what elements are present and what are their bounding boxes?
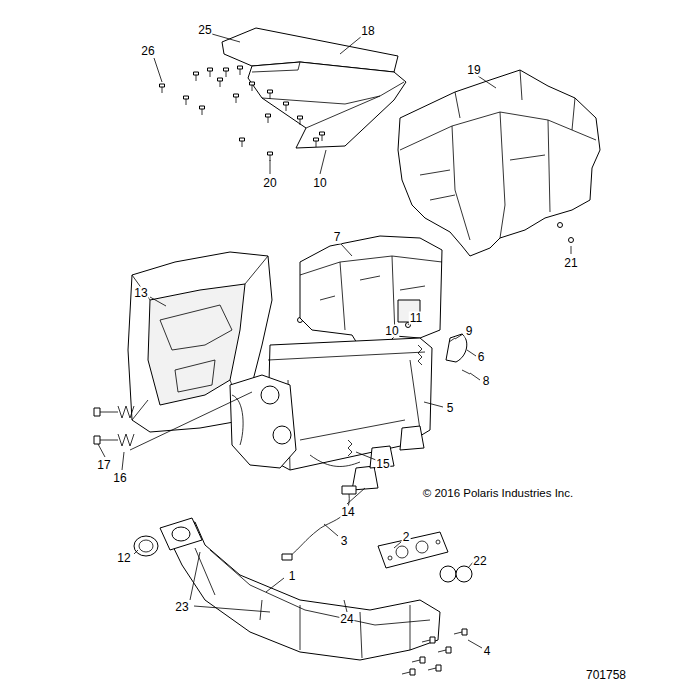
screw bbox=[224, 68, 229, 77]
callout-number: 13 bbox=[133, 287, 148, 300]
callout-number: 19 bbox=[466, 64, 481, 77]
bolt bbox=[438, 647, 451, 653]
callout-number: 7 bbox=[333, 231, 342, 244]
callout-number: 12 bbox=[116, 552, 131, 565]
seal-ring bbox=[134, 536, 158, 556]
push-rivet bbox=[569, 238, 574, 243]
head-pipe bbox=[160, 518, 440, 660]
screw bbox=[240, 138, 245, 147]
screw bbox=[298, 116, 303, 125]
callout-number: 24 bbox=[339, 613, 354, 626]
copyright-notice: © 2016 Polaris Industries Inc. bbox=[422, 487, 574, 500]
screw bbox=[268, 152, 273, 161]
part-number: 701758 bbox=[585, 669, 627, 682]
callout-number: 4 bbox=[483, 645, 492, 658]
callout-number: 9 bbox=[465, 325, 474, 338]
screw bbox=[218, 78, 223, 87]
oxygen-sensor bbox=[282, 486, 356, 560]
callout-number: 25 bbox=[197, 24, 212, 37]
bolt bbox=[454, 629, 467, 635]
end-cap bbox=[406, 323, 471, 375]
callout-number: 21 bbox=[563, 257, 578, 270]
callout-number: 11 bbox=[409, 312, 423, 325]
screw bbox=[238, 66, 243, 75]
bolt bbox=[422, 637, 435, 643]
screw bbox=[314, 138, 319, 147]
callout-number: 16 bbox=[112, 472, 127, 485]
callout-number: 23 bbox=[174, 601, 189, 614]
screw bbox=[284, 102, 289, 111]
callout-number: 10 bbox=[312, 177, 327, 190]
muffler-heat-shield bbox=[300, 236, 442, 348]
screw bbox=[184, 96, 189, 105]
isolator-mount bbox=[352, 426, 424, 490]
screw bbox=[320, 132, 325, 141]
screw bbox=[160, 84, 165, 93]
callout-number: 14 bbox=[340, 506, 355, 519]
screw bbox=[194, 72, 199, 81]
seal-ring bbox=[440, 566, 456, 582]
callout-number: 20 bbox=[262, 177, 277, 190]
callout-number: 15 bbox=[375, 458, 390, 471]
callout-number: 26 bbox=[140, 45, 155, 58]
callout-number: 6 bbox=[477, 351, 486, 364]
heat-shield bbox=[398, 70, 600, 256]
screw bbox=[268, 90, 273, 99]
bolt bbox=[402, 669, 415, 675]
callout-number: 18 bbox=[360, 25, 375, 38]
skid-plate bbox=[222, 28, 406, 148]
seal-ring bbox=[139, 540, 153, 552]
spring-bolt bbox=[94, 392, 252, 450]
callout-number: 17 bbox=[96, 459, 111, 472]
bolt bbox=[412, 657, 425, 663]
screw bbox=[250, 82, 255, 91]
screw bbox=[200, 106, 205, 115]
screw bbox=[208, 68, 213, 77]
callout-number: 8 bbox=[482, 375, 491, 388]
push-rivet bbox=[558, 223, 563, 228]
screw bbox=[234, 94, 239, 103]
callout-number: 22 bbox=[472, 555, 487, 568]
seal-ring bbox=[456, 566, 472, 582]
gasket bbox=[378, 532, 448, 568]
callout-number: 3 bbox=[340, 535, 349, 548]
callout-number: 10 bbox=[384, 325, 399, 338]
flange-bolt bbox=[402, 629, 467, 675]
leader-line bbox=[98, 34, 571, 648]
callout-number: 1 bbox=[288, 570, 297, 583]
callout-number: 2 bbox=[402, 531, 411, 544]
screw bbox=[266, 114, 271, 123]
bolt bbox=[428, 665, 441, 671]
muffler bbox=[230, 338, 432, 470]
spring bbox=[348, 345, 422, 456]
callout-number: 5 bbox=[446, 402, 455, 415]
